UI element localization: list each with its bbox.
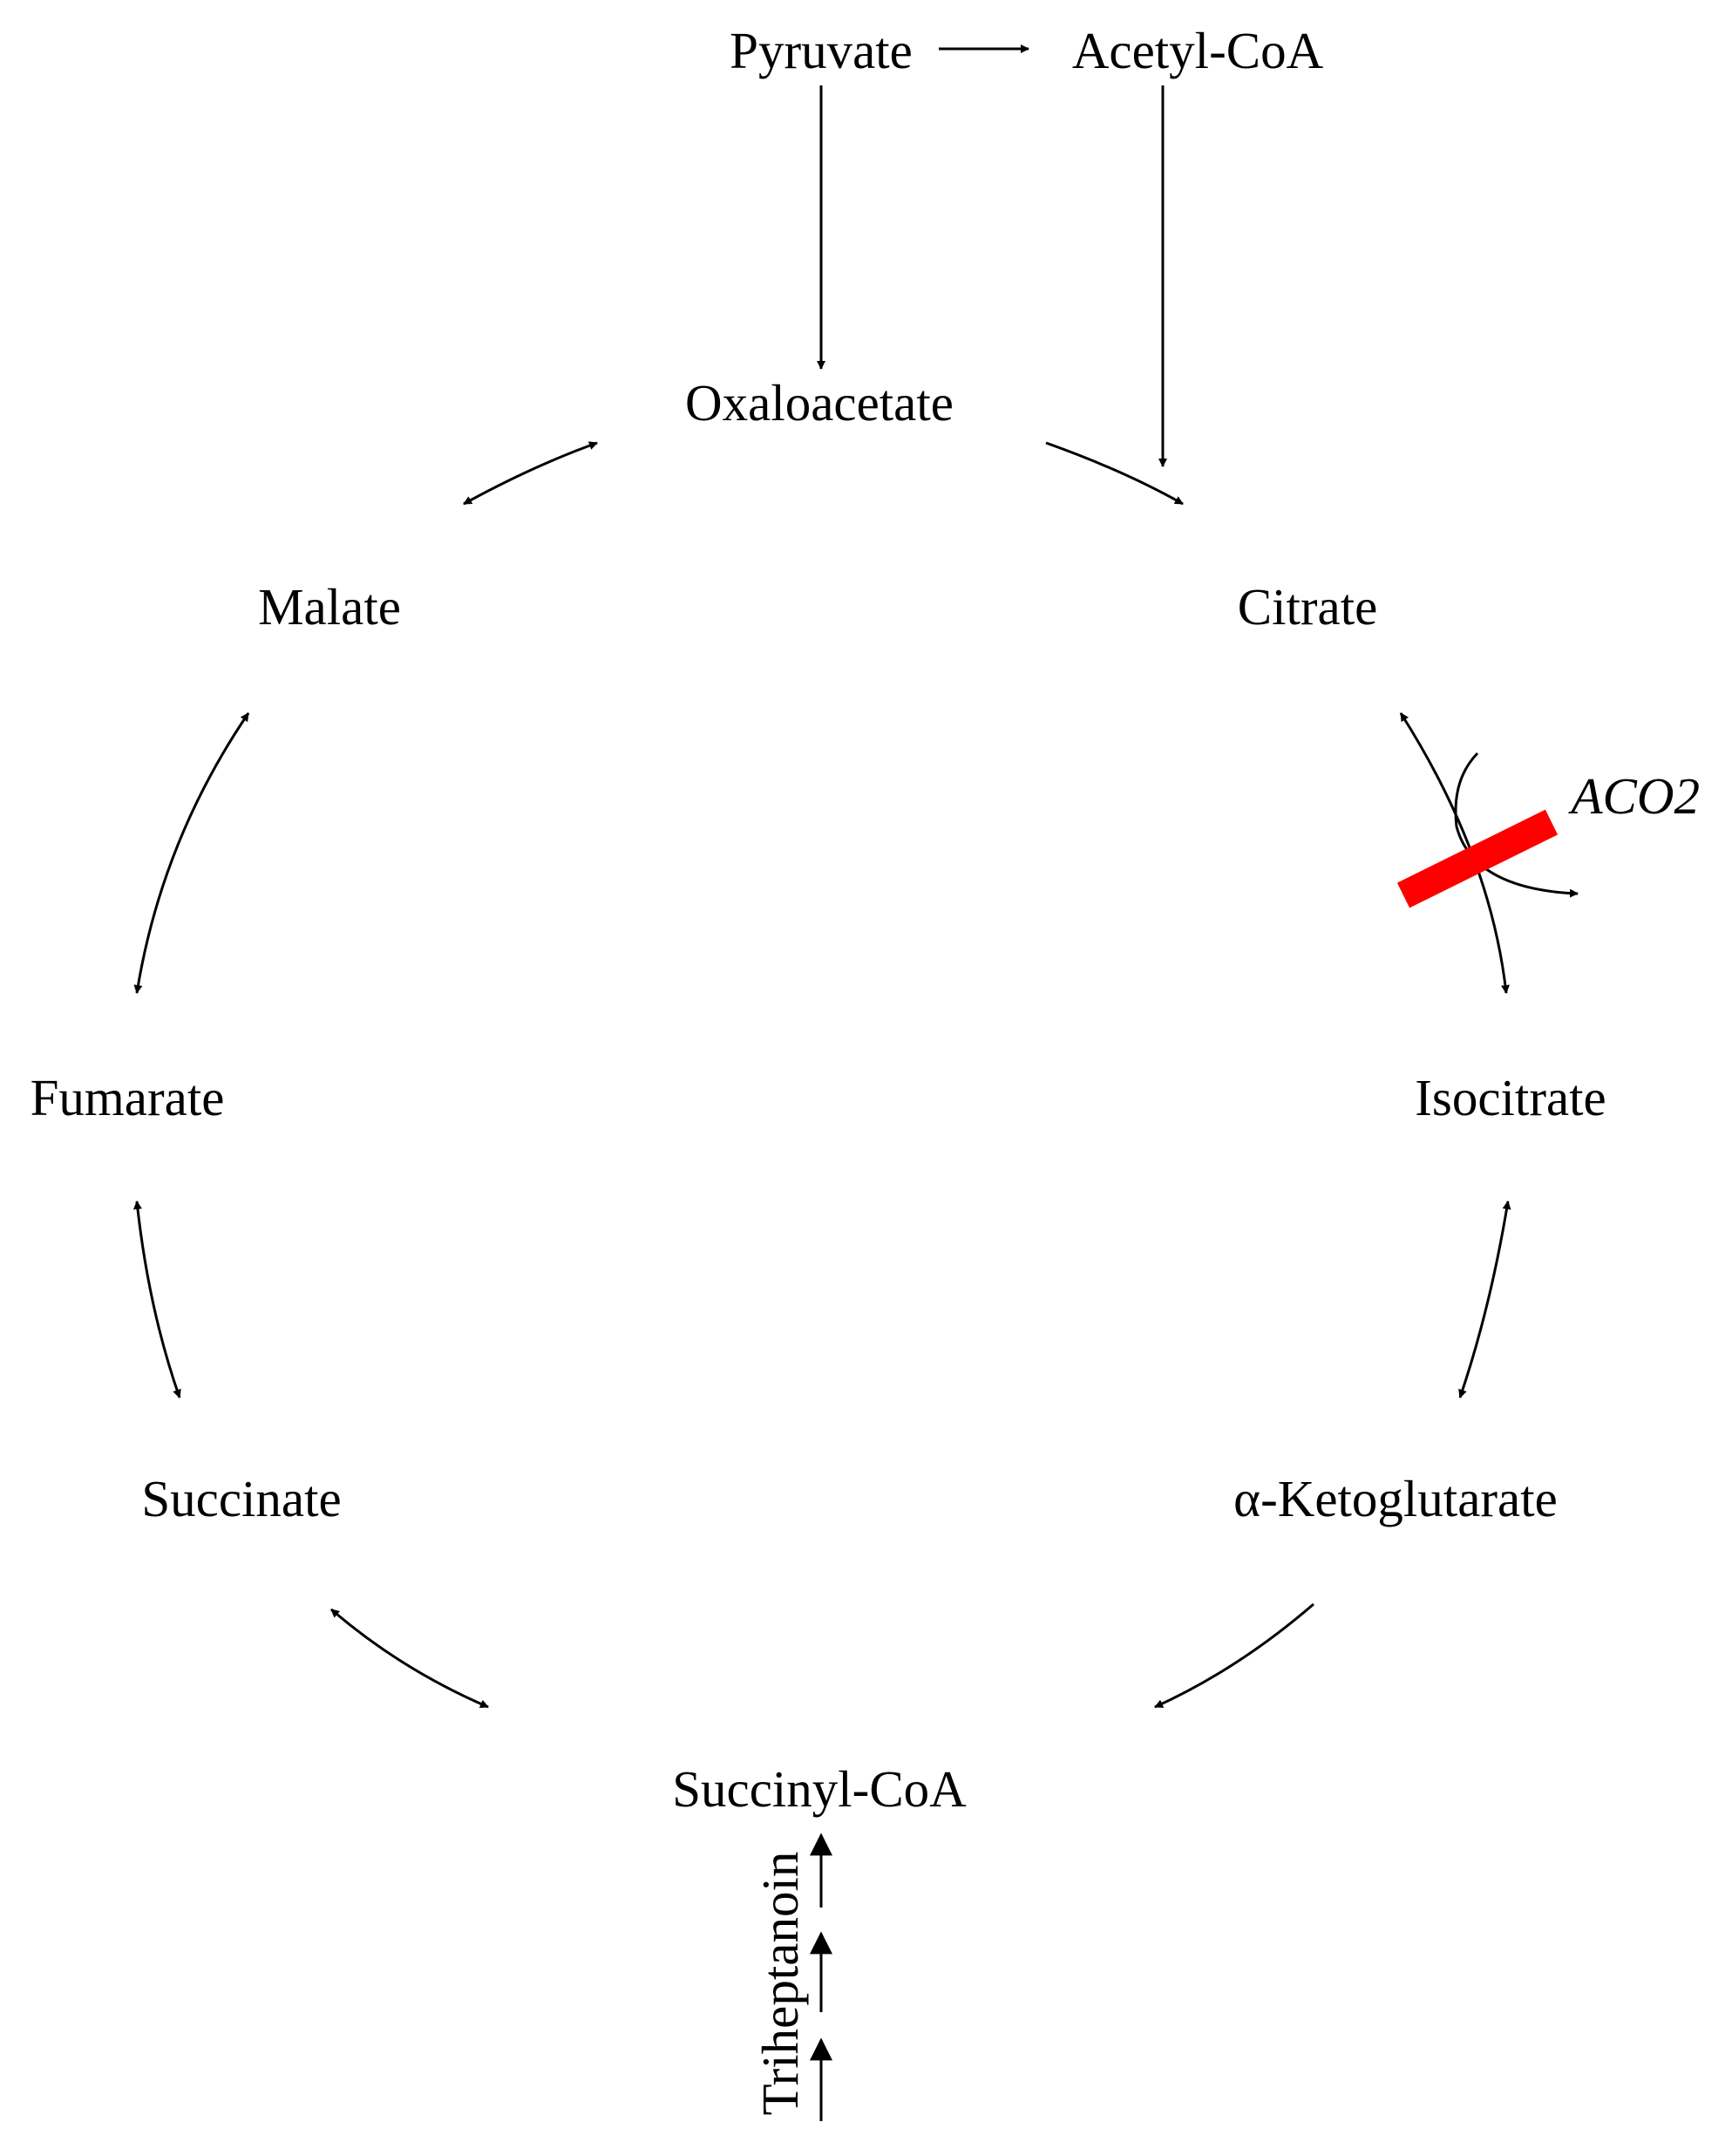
isocitrate-alpha-ketoglutarate-arrow [1458, 1200, 1511, 1398]
aco2-enzyme-label: ACO2 [1568, 767, 1701, 825]
alpha-ketoglutarate-label: α-Ketoglutarate [1233, 1470, 1558, 1527]
aco2-block-bar [1396, 809, 1559, 908]
alpha-ketoglutarate-to-succinyl-coa-arrow [1154, 1602, 1314, 1709]
aco2-reaction-arc [1454, 752, 1579, 898]
pyruvate-label: Pyruvate [730, 22, 913, 79]
malate-label: Malate [258, 578, 401, 636]
acetyl-coa-label: Acetyl-CoA [1072, 22, 1324, 79]
fumarate-succinate-arrow [132, 1200, 181, 1398]
succinyl-coa-label: Succinyl-CoA [672, 1760, 967, 1818]
oxaloacetate-to-citrate-arrow [1045, 441, 1184, 506]
succinate-succinyl-coa-arrow [330, 1608, 489, 1709]
fumarate-malate-arrow [133, 712, 250, 994]
citrate-label: Citrate [1238, 578, 1378, 636]
oxaloacetate-label: Oxaloacetate [685, 374, 954, 432]
isocitrate-label: Isocitrate [1415, 1069, 1606, 1126]
succinate-label: Succinate [141, 1470, 341, 1527]
triheptanoin-label: Triheptanoin [751, 1852, 809, 2116]
fumarate-label: Fumarate [31, 1069, 225, 1126]
malate-oxaloacetate-arrow [463, 441, 598, 506]
